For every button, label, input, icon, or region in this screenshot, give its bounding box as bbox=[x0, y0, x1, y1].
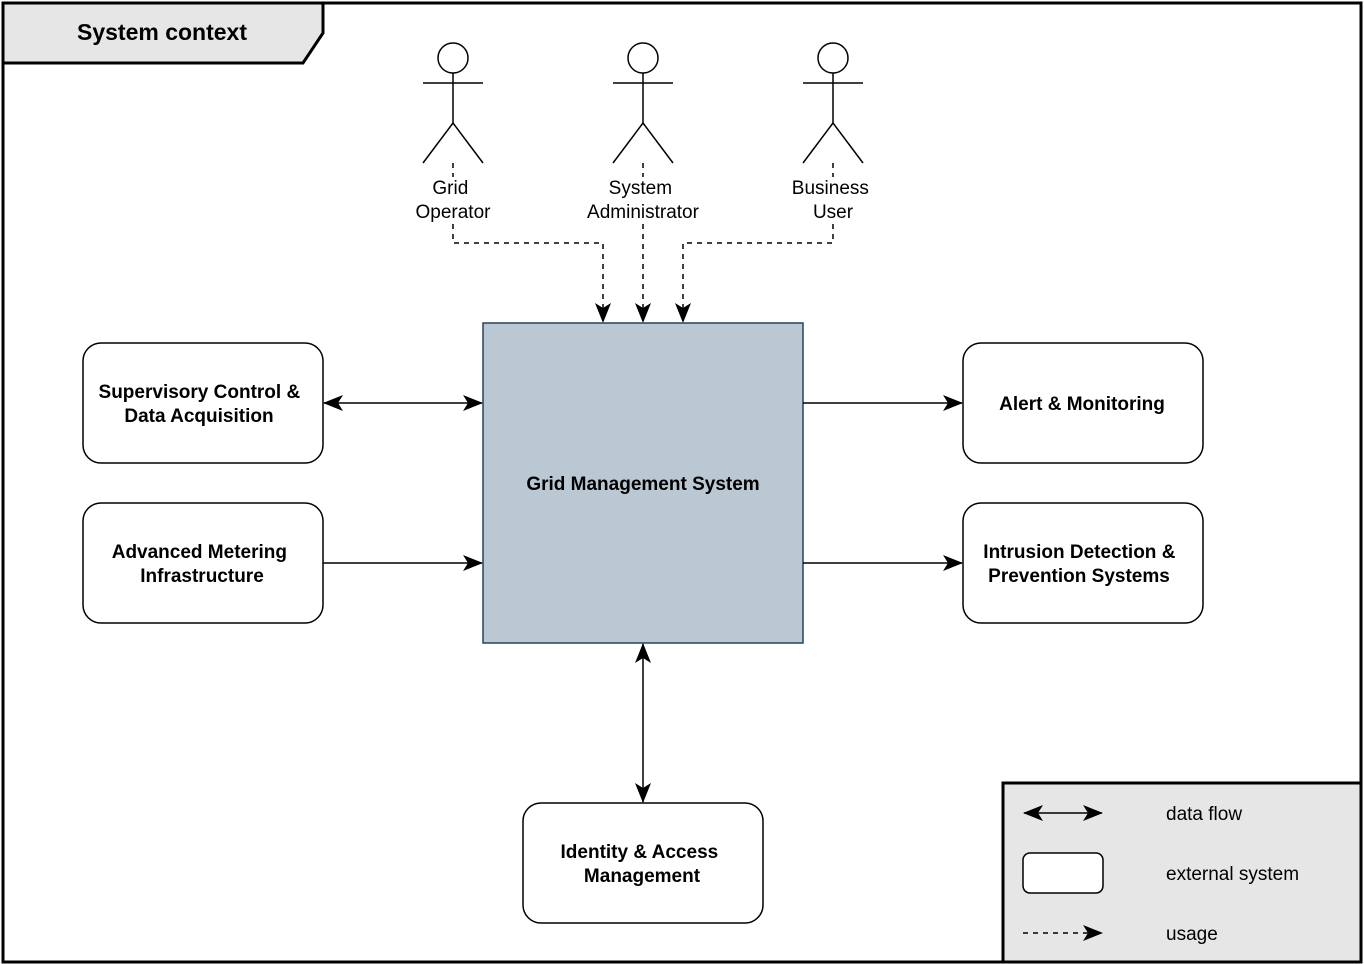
stick-figure-icon bbox=[802, 42, 864, 164]
actor-system-administrator: System Administrator bbox=[587, 42, 700, 223]
stick-figure-icon bbox=[422, 42, 484, 164]
stick-figure-icon bbox=[612, 42, 674, 164]
actor-label: Grid Operator bbox=[416, 178, 492, 223]
external-system-label: Alert & Monitoring bbox=[999, 394, 1165, 415]
external-system-label-line: Identity & Access bbox=[561, 842, 719, 863]
external-system-box bbox=[82, 342, 324, 464]
external-system-label-line: Supervisory Control & bbox=[99, 382, 301, 403]
external-system-box bbox=[962, 502, 1204, 624]
external-system-box bbox=[82, 502, 324, 624]
external-system-label-line: Prevention Systems bbox=[988, 566, 1170, 587]
central-system-label: Grid Management System bbox=[526, 474, 759, 495]
legend-item-usage: usage bbox=[1023, 924, 1218, 945]
external-system-label-line: Management bbox=[584, 866, 701, 887]
actor-grid-operator: Grid Operator bbox=[416, 42, 492, 223]
rounded-box-icon bbox=[1022, 852, 1104, 894]
usage-connectors bbox=[452, 163, 834, 323]
external-system-iam: Identity & Access Management bbox=[522, 802, 764, 924]
external-system-box bbox=[962, 342, 1204, 464]
central-system-box bbox=[482, 322, 804, 644]
actor-label: Business User bbox=[792, 178, 874, 223]
usage-connector-business-user bbox=[675, 224, 834, 323]
actor-label-line: Business bbox=[792, 178, 869, 199]
data-flow-connectors bbox=[323, 395, 963, 803]
legend-label: data flow bbox=[1166, 804, 1242, 825]
legend-label: external system bbox=[1166, 864, 1299, 885]
external-system-label: Identity & Access Management bbox=[561, 842, 724, 887]
external-system-idps: Intrusion Detection & Prevention Systems bbox=[962, 502, 1204, 624]
external-system-ami: Advanced Metering Infrastructure bbox=[82, 502, 324, 624]
external-system-label: Advanced Metering Infrastructure bbox=[112, 542, 293, 587]
actor-label-line: System bbox=[609, 178, 672, 199]
actor-label-line: User bbox=[813, 202, 854, 223]
legend-item-data-flow: data flow bbox=[1023, 804, 1242, 825]
legend-item-external-system: external system bbox=[1022, 852, 1299, 894]
legend: data flow external system usage bbox=[1001, 781, 1363, 964]
external-system-alert-monitoring: Alert & Monitoring bbox=[962, 342, 1204, 464]
actor-business-user: Business User bbox=[792, 42, 874, 223]
actor-label: System Administrator bbox=[587, 178, 700, 223]
external-system-label-line: Data Acquisition bbox=[124, 406, 273, 427]
external-system-label-line: Alert & Monitoring bbox=[999, 394, 1165, 415]
actor-label-line: Grid bbox=[432, 178, 468, 199]
usage-connector-grid-operator bbox=[452, 224, 611, 323]
external-system-box bbox=[522, 802, 764, 924]
legend-label: usage bbox=[1166, 924, 1218, 945]
frame-title-tab: System context bbox=[1, 1, 325, 65]
external-system-label-line: Advanced Metering bbox=[112, 542, 287, 563]
external-system-label: Intrusion Detection & Prevention Systems bbox=[983, 542, 1180, 587]
external-system-label-line: Infrastructure bbox=[140, 566, 264, 587]
actor-label-line: Administrator bbox=[587, 202, 700, 223]
frame-title: System context bbox=[77, 19, 247, 45]
actor-label-line: Operator bbox=[416, 202, 492, 223]
central-system: Grid Management System bbox=[482, 322, 804, 644]
external-system-scada: Supervisory Control & Data Acquisition bbox=[82, 342, 324, 464]
external-system-label: Supervisory Control & Data Acquisition bbox=[99, 382, 306, 427]
external-system-label-line: Intrusion Detection & bbox=[983, 542, 1175, 563]
